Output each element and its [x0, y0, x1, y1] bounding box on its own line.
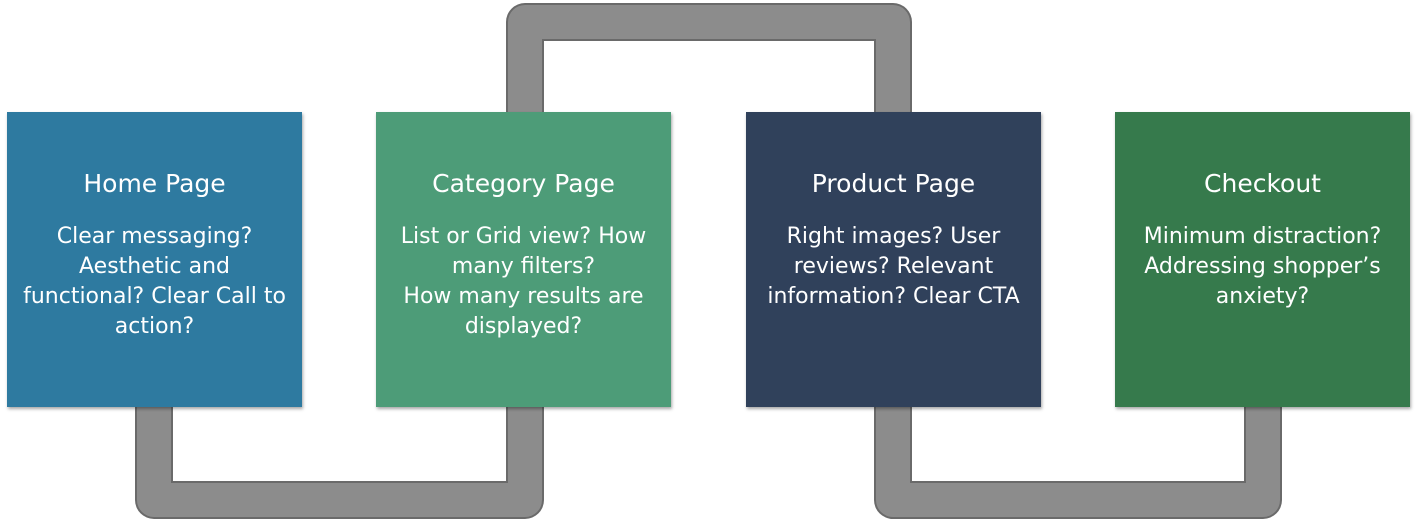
stage-card-product-page: Product Page Right images? User reviews?…	[746, 112, 1041, 407]
stage-card-category-page: Category Page List or Grid view? How man…	[376, 112, 671, 407]
stage-description: List or Grid view? How many filters? How…	[386, 222, 661, 342]
stage-title: Home Page	[83, 169, 226, 198]
stage-description: Minimum distraction? Addressing shopper’…	[1125, 222, 1400, 312]
connector-product-to-checkout-fill	[876, 400, 1280, 517]
stage-description-line: displayed?	[464, 314, 583, 339]
stage-card-checkout: Checkout Minimum distraction? Addressing…	[1115, 112, 1410, 407]
connector-home-to-category-fill	[137, 400, 542, 517]
stage-description-line: Addressing shopper’s	[1144, 254, 1381, 279]
stage-description-line: reviews? Relevant	[793, 254, 994, 279]
stage-description-line: List or Grid view? How	[400, 224, 647, 249]
stage-description-line: Aesthetic and	[79, 254, 230, 279]
stage-description-line: functional? Clear Call to	[23, 284, 286, 309]
stage-description: Clear messaging? Aesthetic and functiona…	[17, 222, 292, 342]
stage-title: Product Page	[811, 169, 976, 198]
stage-description-line: Minimum distraction?	[1143, 224, 1382, 249]
stage-title: Checkout	[1204, 169, 1321, 198]
stage-title: Category Page	[432, 169, 615, 198]
stage-description-line: Clear messaging?	[56, 224, 253, 249]
stage-description-line: How many results are	[403, 284, 644, 309]
stage-card-home-page: Home Page Clear messaging? Aesthetic and…	[7, 112, 302, 407]
stage-description-line: information? Clear CTA	[767, 284, 1020, 309]
stage-description: Right images? User reviews? Relevant inf…	[756, 222, 1031, 312]
stage-description-line: many filters?	[451, 254, 596, 279]
connector-category-to-product-fill	[508, 5, 910, 120]
stage-description-line: Right images? User	[786, 224, 1001, 249]
stage-description-line: action?	[114, 314, 195, 339]
stage-description-line: anxiety?	[1215, 284, 1310, 309]
